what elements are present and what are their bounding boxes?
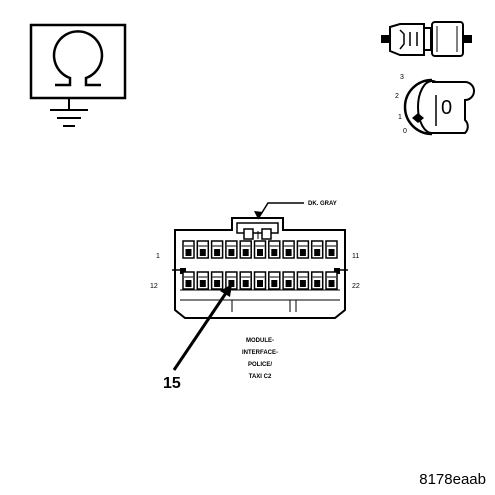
connector-cavity: [325, 240, 338, 259]
pin-label-right-bottom: 22: [352, 283, 360, 290]
connector-cavity: [310, 240, 324, 259]
module-label-line-3: POLICE/: [248, 362, 272, 368]
ignition-position-2: 2: [395, 93, 399, 100]
ignition-switch-icon: 3 2 1 0 0: [395, 74, 475, 136]
connector-cavity: [182, 240, 195, 259]
module-label-line-4: TAXI C2: [249, 374, 272, 380]
connector-body: [172, 217, 348, 319]
connector-cavity: [196, 271, 210, 290]
pin-label-left-top: 1: [156, 253, 160, 260]
connector-cavity: [253, 271, 267, 290]
color-label-leader: [257, 202, 304, 220]
ignition-position-0: 0: [403, 128, 407, 135]
connector-cavity: [239, 240, 252, 259]
pin-label-left-bottom: 12: [150, 283, 158, 290]
connector-cavity: [239, 271, 252, 290]
connector-cavity: [182, 271, 195, 290]
connector-cavity: [268, 240, 281, 259]
module-label-line-1: MODULE-: [246, 338, 274, 344]
connector-cavity: [196, 240, 210, 259]
connector-plug-icon: [381, 21, 472, 57]
connector-cavity: [296, 271, 310, 290]
figure-id: 8178eaab: [419, 471, 486, 488]
connector-color-label: DK. GRAY: [308, 201, 337, 207]
connector-cavity: [210, 271, 224, 290]
connector-cavity: [282, 240, 295, 259]
callout-pin-number: 15: [163, 375, 181, 392]
connector-cavity: [282, 271, 295, 290]
connector-cavity: [296, 240, 310, 259]
module-label-line-2: INTERFACE-: [242, 350, 278, 356]
cavity-row-bottom: [182, 271, 338, 290]
color-label-arrowhead: [254, 211, 263, 219]
callout-leader: [172, 289, 230, 371]
connector-cavity: [225, 240, 238, 259]
ignition-position-3: 3: [400, 74, 404, 81]
connector-cavity: [225, 271, 238, 290]
ohm-ground-icon: [29, 23, 127, 127]
connector-cavity: [310, 271, 324, 290]
ignition-position-1: 1: [398, 114, 402, 121]
callout-arrowhead: [220, 284, 232, 297]
connector-cavity: [268, 271, 281, 290]
cavity-row-top: [182, 240, 338, 259]
pin-label-right-top: 11: [352, 253, 359, 260]
connector-cavity: [325, 271, 338, 290]
connector-cavity: [253, 240, 267, 259]
connector-cavity: [210, 240, 224, 259]
ignition-key-symbol: 0: [441, 97, 452, 119]
